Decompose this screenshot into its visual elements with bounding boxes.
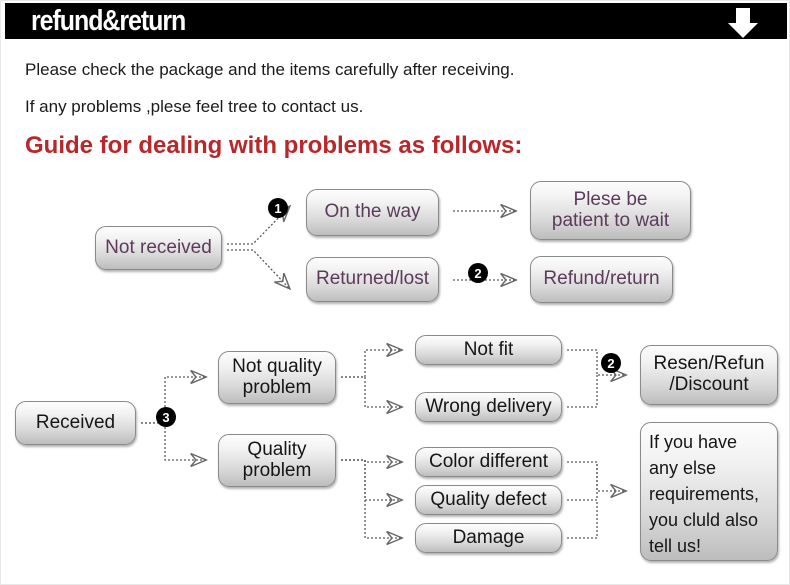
node-not-quality-line-1: Not quality [232, 355, 322, 377]
node-resend-text: Resen/Refun /Discount [654, 354, 765, 395]
guide-heading: Guide for dealing with problems as follo… [25, 132, 523, 159]
step-number-2-top: 2 [468, 263, 488, 283]
intro-line-2: If any problems ,plese feel tree to cont… [25, 97, 364, 116]
step-number-3: 3 [156, 407, 176, 427]
node-quality-problem[interactable]: Quality problem [218, 434, 336, 487]
node-color-different[interactable]: Color different [415, 447, 562, 477]
node-not-quality-line-2: problem [242, 376, 312, 398]
down-arrow-icon [728, 8, 758, 38]
node-quality-problem-text: Quality problem [242, 438, 312, 481]
node-quality-line-2: problem [242, 459, 312, 481]
step-number-2-bottom: 2 [601, 353, 621, 373]
node-patient-line-1: Plese be [573, 188, 648, 210]
node-refund-return[interactable]: Refund/return [530, 256, 673, 303]
node-resend-line-1: Resen/Refun [653, 353, 765, 375]
step-number-1: 1 [268, 198, 288, 218]
page-title: refund&return [31, 5, 186, 37]
node-not-received[interactable]: Not received [95, 226, 222, 270]
node-not-quality-problem-text: Not quality problem [232, 355, 322, 398]
node-quality-line-1: Quality [247, 438, 307, 460]
node-extra-requirements-note[interactable]: If you have any else requirements, you c… [640, 422, 778, 561]
node-received[interactable]: Received [15, 401, 136, 445]
node-not-quality-problem[interactable]: Not quality problem [218, 351, 336, 404]
node-returned-lost[interactable]: Returned/lost [306, 257, 439, 302]
node-please-be-patient-text: Plese be patient to wait [551, 188, 670, 231]
node-resend-refund-discount[interactable]: Resen/Refun /Discount [640, 345, 778, 405]
node-please-be-patient[interactable]: Plese be patient to wait [530, 181, 691, 240]
node-patient-line-2: patient to wait [551, 209, 670, 231]
node-resend-line-2: /Discount [669, 374, 749, 395]
node-damage[interactable]: Damage [415, 523, 562, 553]
node-wrong-delivery[interactable]: Wrong delivery [415, 392, 562, 422]
node-quality-defect[interactable]: Quality defect [415, 485, 562, 515]
node-not-fit[interactable]: Not fit [415, 335, 562, 365]
node-on-the-way[interactable]: On the way [306, 189, 439, 236]
header-bar: refund&return [5, 3, 787, 39]
intro-line-1: Please check the package and the items c… [25, 60, 515, 79]
